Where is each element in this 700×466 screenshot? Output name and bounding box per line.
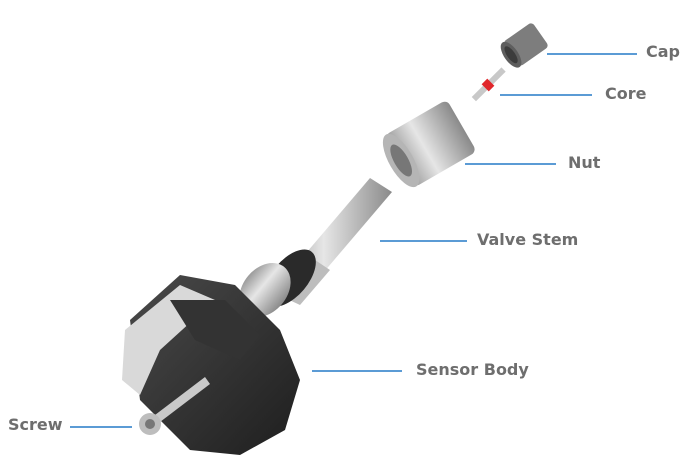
cap-leader-line	[547, 53, 637, 55]
valve-stem-leader-line	[380, 240, 467, 242]
core-part	[471, 67, 506, 102]
cap-label: Cap	[646, 42, 680, 61]
cap-part	[500, 23, 548, 68]
screw-part	[139, 377, 210, 435]
sensor-body-label: Sensor Body	[416, 360, 529, 379]
core-label: Core	[605, 84, 647, 103]
screw-leader-line	[70, 426, 132, 428]
nut-leader-line	[465, 163, 556, 165]
core-leader-line	[500, 94, 592, 96]
sensor-body-leader-line	[312, 370, 402, 372]
screw-label: Screw	[8, 415, 63, 434]
valve-stem-label: Valve Stem	[477, 230, 579, 249]
nut-label: Nut	[568, 153, 601, 172]
nut-part	[382, 101, 475, 188]
